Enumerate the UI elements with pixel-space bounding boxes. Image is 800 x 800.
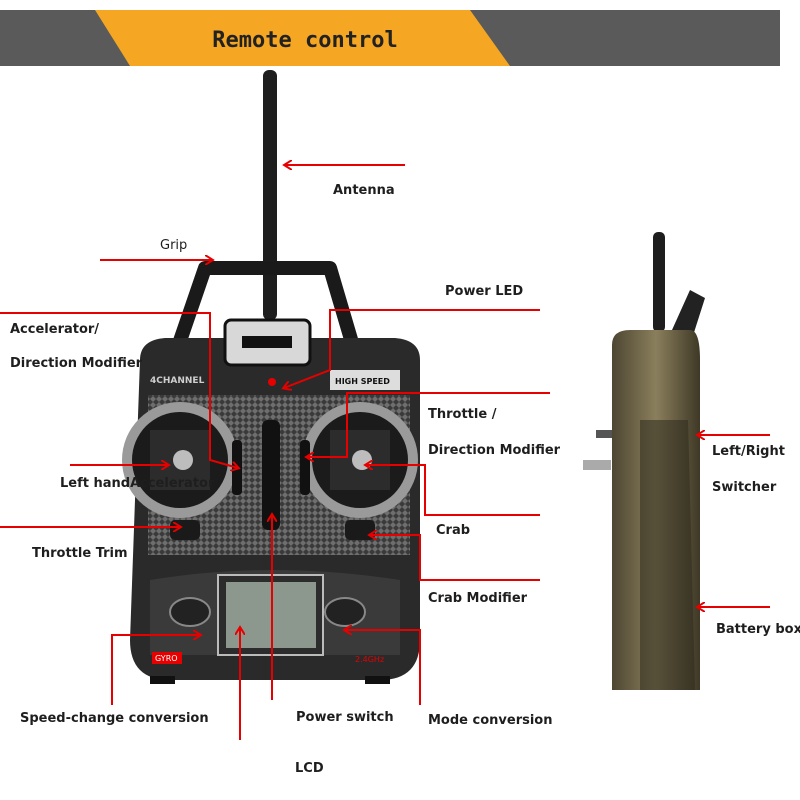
label-mode-conversion: Mode conversion (428, 713, 553, 728)
side-switch[interactable] (583, 460, 611, 470)
battery-box (640, 420, 695, 690)
title-banner: Remote control (0, 0, 800, 72)
left-right-switch[interactable] (596, 430, 612, 438)
side-antenna (653, 232, 665, 332)
gyro-label: GYRO (155, 654, 178, 663)
banner-shape (0, 10, 780, 66)
label-accelerator-line2: Direction Modifier (10, 356, 143, 371)
speed-label: HIGH SPEED (335, 377, 390, 386)
brand-label: 4CHANNEL (150, 376, 205, 386)
label-crab: Crab (436, 523, 471, 538)
speed-change-arrow (111, 635, 200, 705)
label-speed-change: Speed-change conversion (20, 711, 209, 726)
controller-front-view: 4CHANNEL HIGH SPEED GYRO 2.4GHz (122, 70, 420, 684)
label-accelerator-line1: Accelerator/ (10, 322, 100, 337)
antenna (263, 70, 277, 320)
crab-modifier-arrow (370, 535, 540, 581)
right-stick[interactable] (352, 450, 372, 470)
label-power-led: Power LED (445, 284, 524, 299)
label-left-right-line2: Switcher (712, 480, 777, 495)
left-stick[interactable] (173, 450, 193, 470)
crab-arrow (366, 465, 540, 516)
crab-trim-switch[interactable] (345, 520, 375, 540)
label-crab-modifier: Crab Modifier (428, 591, 528, 606)
power-led-arrow (284, 309, 540, 388)
controller-side-view (583, 232, 705, 690)
page-title: Remote control (212, 28, 398, 53)
label-grip: Grip (160, 238, 188, 253)
annotation-arrows (0, 165, 770, 740)
label-lcd: LCD (295, 761, 324, 776)
grip-handle (163, 261, 367, 373)
label-left-hand-accelerator: Left handAccelerator (60, 476, 215, 491)
label-power-switch: Power switch (296, 710, 394, 725)
power-led (268, 378, 276, 386)
label-battery-box: Battery box (716, 622, 800, 637)
band-label: 2.4GHz (355, 655, 384, 664)
center-trim[interactable] (262, 420, 280, 530)
right-side-trim[interactable] (300, 440, 310, 495)
label-throttle-line1: Throttle / (428, 407, 497, 422)
mode-button[interactable] (324, 597, 366, 627)
throttle-trim-switch[interactable] (170, 520, 200, 540)
label-throttle-line2: Direction Modifier (428, 443, 561, 458)
mode-conversion-arrow (345, 630, 421, 705)
label-antenna: Antenna (333, 183, 395, 198)
label-throttle-trim: Throttle Trim (32, 546, 128, 561)
accelerator-arrow (0, 312, 238, 468)
label-left-right-line1: Left/Right (712, 444, 785, 459)
throttle-arrow (307, 392, 550, 457)
speed-change-button[interactable] (169, 597, 211, 627)
